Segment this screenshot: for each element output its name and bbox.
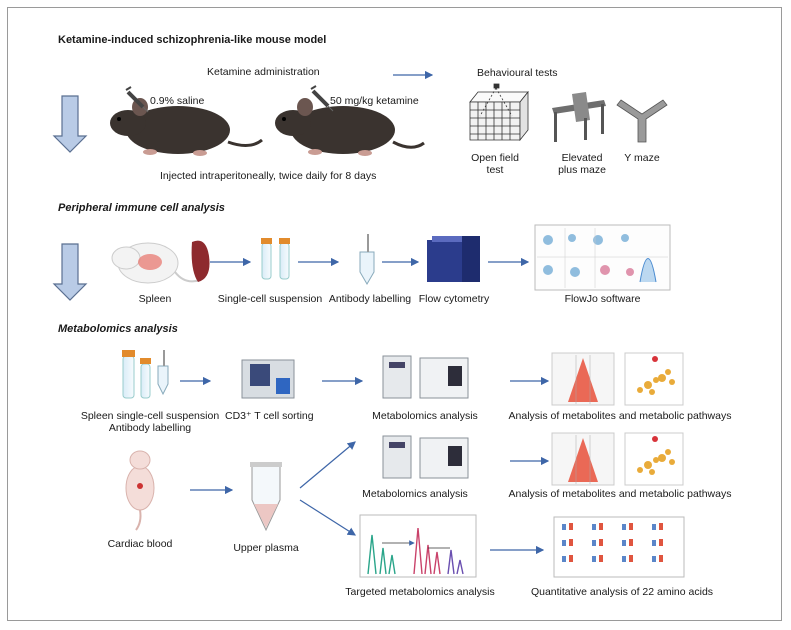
mouse-ketamine-icon xyxy=(275,98,425,156)
model-section-title: Ketamine-induced schizophrenia-like mous… xyxy=(58,34,327,46)
lcms-instrument-icon-2 xyxy=(382,435,469,479)
antibody-tube-icon xyxy=(359,234,375,285)
row1-sample-label: Spleen single-cell suspension Antibody l… xyxy=(80,410,220,434)
sample-tubes-icon xyxy=(122,350,169,399)
amino-acid-boxplots-icon xyxy=(553,516,685,578)
ketamine-dose-label: 50 mg/kg ketamine xyxy=(330,95,419,107)
row2-analysis-label: Metabolomics analysis xyxy=(362,488,468,500)
suspension-tubes-icon xyxy=(261,238,290,280)
step-label-spleen: Spleen xyxy=(138,293,172,305)
metabolomics-section-title: Metabolomics analysis xyxy=(58,323,178,335)
test-label-y-maze: Y maze xyxy=(624,152,660,164)
row2-sample-label: Cardiac blood xyxy=(107,538,173,550)
step-label-flowjo: FlowJo software xyxy=(564,293,641,305)
step-label-labelling: Antibody labelling xyxy=(328,293,412,305)
arrow-plasma-to-metabolomics xyxy=(299,441,356,489)
behavioural-tests-title: Behavioural tests xyxy=(477,67,558,79)
flow-cytometer-icon xyxy=(427,236,480,282)
volcano-plot-icon-2 xyxy=(551,432,615,486)
syringe-saline-icon xyxy=(125,86,149,113)
open-field-icon xyxy=(469,83,529,142)
lcms-instrument-icon-1 xyxy=(382,355,469,399)
volcano-plot-icon-1 xyxy=(551,352,615,406)
row2-plasma-label: Upper plasma xyxy=(233,542,299,554)
test-label-elevated-plus-maze: Elevated plus maze xyxy=(558,152,606,176)
row1-analysis-label: Metabolomics analysis xyxy=(372,410,478,422)
flowjo-plots-icon xyxy=(534,224,671,291)
immune-section-title: Peripheral immune cell analysis xyxy=(58,202,225,214)
ketamine-administration-label: Ketamine administration xyxy=(207,66,320,78)
row1-pathways-label: Analysis of metabolites and metabolic pa… xyxy=(508,410,732,422)
big-down-arrow-1 xyxy=(52,95,88,153)
step-label-flow-cytometry: Flow cytometry xyxy=(418,293,490,305)
big-down-arrow-2 xyxy=(52,243,88,301)
spleen-mouse-icon xyxy=(111,242,201,284)
row3-targeted-label: Targeted metabolomics analysis xyxy=(345,586,495,598)
row2-pathways-label: Analysis of metabolites and metabolic pa… xyxy=(508,488,732,500)
test-label-open-field: Open field test xyxy=(471,152,519,176)
chromatogram-icon xyxy=(359,514,477,578)
plasma-tube-icon xyxy=(250,462,282,532)
figure-frame xyxy=(7,7,782,621)
row1-sorting-label: CD3⁺ T cell sorting xyxy=(225,410,314,422)
saline-label: 0.9% saline xyxy=(150,95,205,107)
arrow-plasma-to-targeted xyxy=(299,499,357,536)
step-label-suspension: Single-cell suspension xyxy=(217,293,323,305)
cardiac-mouse-icon xyxy=(125,450,155,531)
syringe-ketamine-icon xyxy=(310,85,334,112)
bubble-plot-icon-1 xyxy=(624,352,684,406)
bubble-plot-icon-2 xyxy=(624,432,684,486)
cell-sorter-icon xyxy=(241,359,295,399)
y-maze-icon xyxy=(616,99,668,143)
row3-amino-label: Quantitative analysis of 22 amino acids xyxy=(530,586,714,598)
spleen-organ-icon xyxy=(191,240,210,282)
injection-note: Injected intraperitoneally, twice daily … xyxy=(160,170,377,182)
elevated-plus-maze-icon xyxy=(552,92,606,142)
